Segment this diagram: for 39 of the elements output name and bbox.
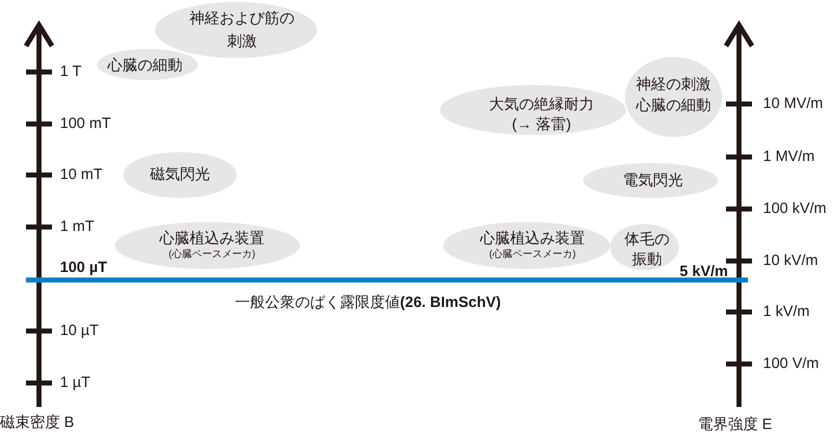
effect-label: (→ 落雷) — [512, 115, 572, 135]
tick-label: 10 mT — [60, 166, 103, 184]
tick-label: 10 kV/m — [763, 252, 818, 270]
tick-label: 1 mT — [60, 218, 94, 236]
effect-note: (心臓ペースメーカ) — [489, 248, 576, 262]
tick-label: 10 MV/m — [763, 95, 824, 113]
effect-ellipse — [583, 163, 718, 198]
effect-label: 心臓植込み装置 — [160, 230, 264, 248]
effect-label: 磁気閃光 — [150, 166, 210, 184]
tick-label: 100 mT — [60, 115, 111, 133]
effect-ellipse — [625, 57, 722, 137]
tick-label: 100 kV/m — [763, 200, 826, 218]
tick-label: 1 kV/m — [763, 303, 810, 321]
tick-label: 1 µT — [60, 374, 90, 392]
limit-value: 5 kV/m — [680, 264, 728, 280]
effect-ellipse — [123, 152, 237, 198]
effect-note: (心臓ペースメーカ) — [168, 248, 256, 262]
effect-label: 神経および筋の刺激 — [189, 9, 295, 52]
tick-label: 100 V/m — [763, 355, 819, 373]
effect-label: 電気閃光 — [623, 172, 683, 190]
effect-label: 心臓の細動 — [108, 56, 182, 74]
limit-value: 100 µT — [60, 259, 107, 277]
tick-label: 1 T — [60, 63, 82, 81]
effect-ellipse — [155, 2, 317, 58]
limit-caption: 一般公衆のばく露限度値(26. BImSchV) — [235, 294, 501, 312]
effect-label: 心臓植込み装置 — [480, 230, 585, 248]
effect-label: 大気の絶縁耐力 — [489, 95, 594, 115]
effect-label: 心臓の細動 — [636, 96, 711, 116]
axis-title: 磁束密度 B — [0, 414, 74, 432]
effect-label: 体毛の振動 — [624, 230, 670, 270]
effect-ellipse — [610, 224, 679, 270]
tick-label: 10 µT — [60, 322, 99, 340]
axis-title: 電界強度 E — [698, 416, 772, 434]
effect-ellipse — [97, 49, 198, 80]
effect-label: 神経の刺激 — [636, 74, 711, 94]
effect-ellipse — [115, 222, 300, 269]
effect-ellipse — [443, 222, 610, 269]
tick-label: 1 MV/m — [763, 148, 815, 166]
effect-ellipse — [440, 85, 626, 135]
